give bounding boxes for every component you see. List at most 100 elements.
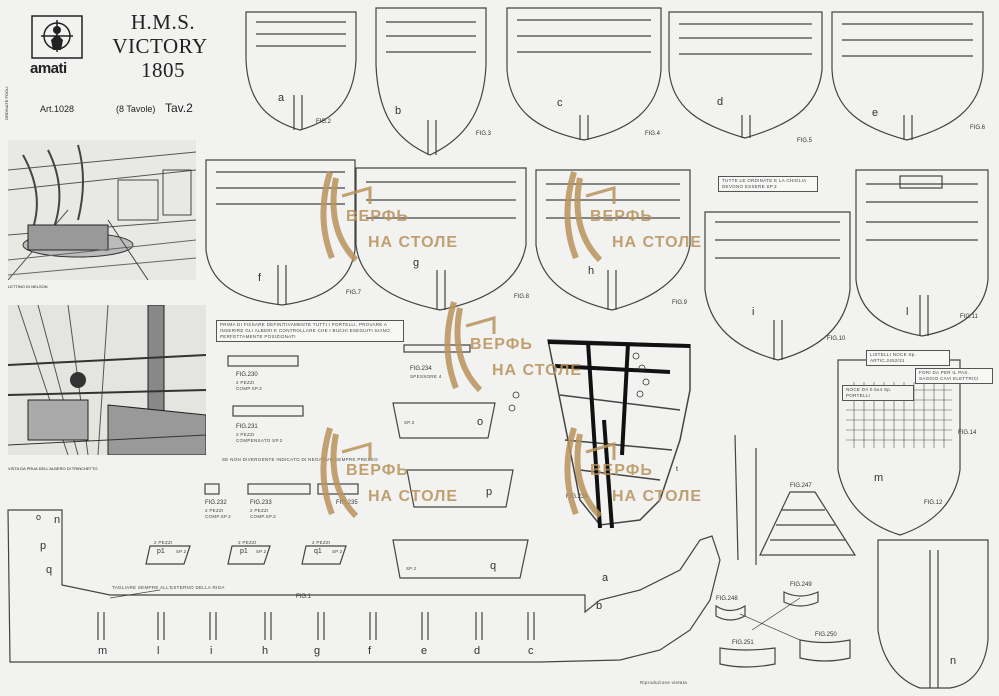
grate-note-3: FORI DA PER IL PAS. SAGGIO CAVI ELETTRIC… xyxy=(915,368,993,384)
fig-248-label: FIG.248 xyxy=(716,596,738,602)
fig-9-label: FIG.9 xyxy=(672,300,688,306)
frame-e-letter: e xyxy=(872,107,879,119)
keel-letter-i: i xyxy=(210,645,213,657)
frame-i xyxy=(704,211,851,361)
ship-line-2: VICTORY xyxy=(112,34,208,58)
watermark-3: ВЕРФЬ НА СТОЛЕ xyxy=(436,298,581,398)
fig-230-qty: 2 PEZZI xyxy=(236,380,255,385)
frame-m-letter: m xyxy=(874,472,884,484)
fig-247-label: FIG.247 xyxy=(790,483,812,489)
plate-number: Tav.2 xyxy=(165,101,193,115)
bow-letter-p: p xyxy=(40,540,47,552)
foremast-illustration xyxy=(8,305,206,455)
frame-f xyxy=(205,159,356,306)
sheet-count: (8 Tavole) xyxy=(116,104,156,114)
watermark-1-line1: ВЕРФЬ xyxy=(346,208,409,225)
watermark-2-line1: ВЕРФЬ xyxy=(590,208,653,225)
fig-2-label: FIG.2 xyxy=(316,119,332,125)
stern-letter-b: b xyxy=(596,600,603,612)
watermark-5-line1: ВЕРФЬ xyxy=(590,462,653,479)
fig-10-label: FIG.10 xyxy=(827,336,846,342)
cut-note: TAGLIARE SEMPRE ALL'ESTERNO DELLA RIGA xyxy=(112,585,225,590)
watermark-5-line2: НА СТОЛЕ xyxy=(612,488,703,505)
watermark-3-line1: ВЕРФЬ xyxy=(470,336,533,353)
frame-d xyxy=(668,11,823,139)
fig-233-qty: 2 PEZZI xyxy=(250,508,269,513)
part-q1-qty: 2 PEZZI xyxy=(312,540,331,545)
frame-l-letter: l xyxy=(906,306,909,318)
grate-note-2: NOCE DA 0.5x4 Sp. PORTELLI xyxy=(842,385,914,401)
fig-233-mat: COMP.SP.2 xyxy=(250,514,277,519)
frame-h-letter: h xyxy=(588,265,595,277)
part-p1b-mat: SP.2 xyxy=(256,549,267,554)
frame-g-letter: g xyxy=(413,257,420,269)
frame-c-letter: c xyxy=(557,97,563,109)
watermark-4-line2: НА СТОЛЕ xyxy=(368,488,459,505)
part-q-label: q xyxy=(490,560,497,572)
grate-note-1: LISTELLI NOCE Sp. ARTIC.2452/21 xyxy=(866,350,950,366)
frame-g xyxy=(355,167,527,311)
fig-231-mat: COMPENSATO SP.2 xyxy=(236,438,283,443)
fig-3-label: FIG.3 xyxy=(476,131,492,137)
frame-l xyxy=(855,169,989,337)
bow-letter-q: q xyxy=(46,564,53,576)
part-p1b-label: p1 xyxy=(240,548,248,555)
fig-234-label: FIG.234 xyxy=(410,366,432,372)
fig-234-qty: SPESSORE 4 xyxy=(410,374,442,379)
keel-letter-c: c xyxy=(528,645,534,657)
part-p1a-label: p1 xyxy=(157,548,165,555)
fig-7-label: FIG.7 xyxy=(346,290,362,296)
part-q1-mat: SP.2 xyxy=(332,549,343,554)
keel-letter-d: d xyxy=(474,645,481,657)
frame-b-letter: b xyxy=(395,105,402,117)
ship-line-1: H.M.S. xyxy=(130,10,196,34)
part-p1a-mat: SP.2 xyxy=(176,549,187,554)
frames-note: TUTTE LE ORDINATE E LA CHIGLIA DEVONO ES… xyxy=(718,176,818,192)
ship-year: 1805 xyxy=(141,58,185,82)
frame-m xyxy=(837,359,961,536)
repro-note: Riproduzione vietata xyxy=(640,680,688,685)
part-o-label: o xyxy=(477,416,484,428)
watermark-2-line2: НА СТОЛЕ xyxy=(612,234,703,251)
frame-h xyxy=(535,169,691,311)
frame-f-letter: f xyxy=(258,272,262,284)
cabin-caption: LETTINO DI NELSON xyxy=(8,284,48,289)
mount-note: PRIMA DI FISSARE DEFINITIVAMENTE TUTTI I… xyxy=(216,320,404,342)
watermark-3-line2: НА СТОЛЕ xyxy=(492,362,583,379)
frame-b xyxy=(375,7,487,156)
fig-250-label: FIG.250 xyxy=(815,632,837,638)
fig-1-label: FIG.1 xyxy=(296,594,312,600)
watermark-4-line1: ВЕРФЬ xyxy=(346,462,409,479)
no-glue-note: SE NON DIVERGENTE INDICATO DI NEGATIVO S… xyxy=(222,457,378,462)
part-t-label: t xyxy=(676,466,678,473)
fig-233-label: FIG.233 xyxy=(250,500,272,506)
frame-c xyxy=(506,7,662,141)
keel-letter-m: m xyxy=(98,645,108,657)
frame-n xyxy=(877,539,989,689)
fig-230-mat: COMP.SP.2 xyxy=(236,386,263,391)
amati-logo xyxy=(31,15,83,59)
part-p1a-qty: 2 PEZZI xyxy=(154,540,173,545)
watermark-4: ВЕРФЬ НА СТОЛЕ xyxy=(312,424,457,524)
fig-249-label: FIG.249 xyxy=(790,582,812,588)
article-number: Art.1028 xyxy=(40,104,75,114)
part-q-mat: SP.2 xyxy=(406,566,417,571)
part-q1-label: q1 xyxy=(314,548,322,555)
keel-letter-g: g xyxy=(314,645,321,657)
brand-name: amati xyxy=(30,60,67,77)
fig-232-label: FIG.232 xyxy=(205,500,227,506)
cabin-illustration xyxy=(8,140,196,280)
frame-a xyxy=(245,11,357,131)
frame-e xyxy=(831,11,984,141)
watermark-1: ВЕРФЬ НА СТОЛЕ xyxy=(312,168,457,268)
frame-d-letter: d xyxy=(717,96,724,108)
fig-14-label: FIG.14 xyxy=(958,430,977,436)
fig-12-label: FIG.12 xyxy=(924,500,943,506)
fig-251-label: FIG.251 xyxy=(732,640,754,646)
fig-232-mat: COMP.SP.2 xyxy=(205,514,232,519)
bow-letter-o: o xyxy=(36,512,42,522)
fig-231-label: FIG.231 xyxy=(236,424,258,430)
part-p1b-qty: 2 PEZZI xyxy=(238,540,257,545)
